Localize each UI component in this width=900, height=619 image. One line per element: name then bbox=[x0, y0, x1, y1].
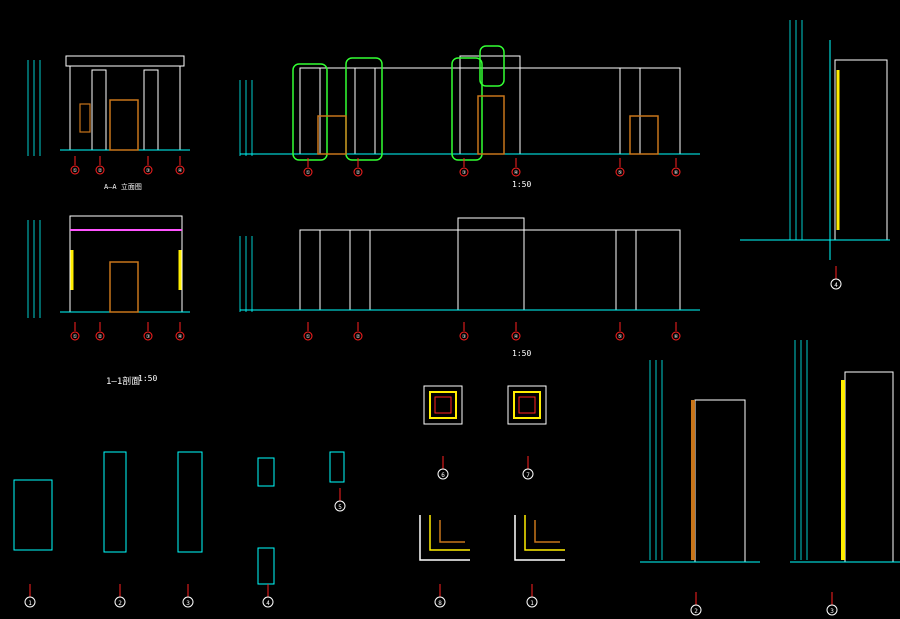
dimension-lines-long-front bbox=[239, 80, 253, 156]
axis-bubble-long-back: ① bbox=[303, 322, 313, 341]
highlight-column-3 bbox=[451, 57, 483, 161]
highlight-column-1 bbox=[292, 63, 328, 161]
corner-plan-1 bbox=[419, 515, 470, 561]
door-long-left bbox=[317, 115, 347, 155]
elevation-gatehouse-front bbox=[60, 55, 190, 151]
elevation-long-front bbox=[240, 55, 700, 155]
section-gatehouse bbox=[60, 215, 190, 313]
svg-text:①: ① bbox=[306, 170, 311, 176]
dimension-lines-wall-a bbox=[649, 360, 663, 560]
column-plan-1 bbox=[423, 385, 463, 425]
svg-text:⑥: ⑥ bbox=[674, 170, 679, 176]
svg-text:④: ④ bbox=[178, 168, 183, 174]
svg-text:②: ② bbox=[98, 334, 103, 340]
detail-bubble: 2 bbox=[114, 584, 126, 608]
axis-bubble-section: ④ bbox=[175, 322, 185, 341]
axis-bubble-long-front: ② bbox=[353, 158, 363, 177]
svg-text:7: 7 bbox=[526, 472, 530, 479]
highlight-column-2 bbox=[345, 57, 383, 161]
elevation-long-back bbox=[240, 217, 700, 311]
corner-plan-2 bbox=[514, 515, 565, 561]
dimension-lines-section bbox=[27, 220, 41, 318]
svg-text:③: ③ bbox=[146, 168, 151, 174]
elevation-caption: A—A 立面图 bbox=[104, 183, 142, 191]
axis-bubble-long-front: ⑤ bbox=[615, 158, 625, 177]
axis-bubble-long-back: ⑥ bbox=[671, 322, 681, 341]
svg-text:⑤: ⑤ bbox=[618, 170, 623, 176]
svg-text:⑥: ⑥ bbox=[674, 334, 679, 340]
dimension-lines-long-back bbox=[239, 236, 253, 312]
door-gatehouse-front bbox=[109, 99, 139, 151]
axis-bubble-long-back: ⑤ bbox=[615, 322, 625, 341]
svg-text:2: 2 bbox=[694, 608, 698, 615]
detail-bubble: 4 bbox=[830, 266, 842, 290]
axis-bubble-long-front: ⑥ bbox=[671, 158, 681, 177]
section-scale: 1:50 bbox=[138, 374, 158, 383]
svg-text:③: ③ bbox=[462, 170, 467, 176]
svg-text:④: ④ bbox=[178, 334, 183, 340]
detail-bubble: 4 bbox=[262, 584, 274, 608]
detail-bubble: 1 bbox=[24, 584, 36, 608]
svg-text:5: 5 bbox=[338, 504, 342, 511]
axis-bubble-section: ① bbox=[70, 322, 80, 341]
axis-bubble-long-front: ③ bbox=[459, 158, 469, 177]
axis-bubble-long-back: ③ bbox=[459, 322, 469, 341]
detail-bubble: 7 bbox=[522, 456, 534, 480]
detail-bubble: 6 bbox=[437, 456, 449, 480]
detail-bubble: 5 bbox=[334, 488, 346, 512]
dimension-lines-wall-b bbox=[794, 340, 808, 560]
axis-bubble-section: ③ bbox=[143, 322, 153, 341]
long-elevation-scale: 1:50 bbox=[512, 180, 532, 189]
svg-text:①: ① bbox=[73, 168, 78, 174]
axis-bubble-elev-a: ② bbox=[95, 156, 105, 175]
axis-bubble-elev-a: ① bbox=[70, 156, 80, 175]
svg-text:4: 4 bbox=[834, 282, 838, 289]
axis-bubble-long-back: ④ bbox=[511, 322, 521, 341]
svg-text:8: 8 bbox=[438, 600, 442, 607]
wall-section-a bbox=[640, 399, 760, 563]
svg-text:①: ① bbox=[73, 334, 78, 340]
svg-text:1: 1 bbox=[28, 600, 32, 607]
svg-text:④: ④ bbox=[514, 334, 519, 340]
axis-bubble-long-front: ④ bbox=[511, 158, 521, 177]
detail-bubble: 3 bbox=[826, 592, 838, 616]
door-long-center bbox=[477, 95, 505, 155]
dimension-lines-elev-a bbox=[27, 60, 41, 156]
cornice-details bbox=[13, 451, 345, 585]
svg-text:②: ② bbox=[356, 334, 361, 340]
wall-detail-top-right bbox=[740, 40, 890, 260]
long-elevation-2-scale: 1:50 bbox=[512, 349, 532, 358]
section-title: 1—1剖面 bbox=[106, 377, 141, 387]
highlight-crown bbox=[479, 45, 505, 87]
detail-bubble: 8 bbox=[434, 584, 446, 608]
svg-text:③: ③ bbox=[146, 334, 151, 340]
window-gatehouse-front bbox=[79, 103, 91, 133]
axis-bubble-elev-a: ④ bbox=[175, 156, 185, 175]
svg-text:②: ② bbox=[98, 168, 103, 174]
axis-bubble-section: ② bbox=[95, 322, 105, 341]
dimension-lines-wall-detail bbox=[789, 20, 803, 240]
svg-text:⑤: ⑤ bbox=[618, 334, 623, 340]
svg-text:③: ③ bbox=[462, 334, 467, 340]
axis-bubble-long-back: ② bbox=[353, 322, 363, 341]
axis-bubble-long-front: ① bbox=[303, 158, 313, 177]
detail-bubble: 3 bbox=[182, 584, 194, 608]
svg-text:②: ② bbox=[356, 170, 361, 176]
svg-text:3: 3 bbox=[830, 608, 834, 615]
svg-text:6: 6 bbox=[441, 472, 445, 479]
svg-text:①: ① bbox=[306, 334, 311, 340]
detail-bubble: 2 bbox=[690, 592, 702, 616]
detail-bubble: 1 bbox=[526, 584, 538, 608]
svg-text:2: 2 bbox=[118, 600, 122, 607]
svg-text:3: 3 bbox=[186, 600, 190, 607]
svg-text:4: 4 bbox=[266, 600, 270, 607]
svg-text:1: 1 bbox=[530, 600, 534, 607]
svg-text:④: ④ bbox=[514, 170, 519, 176]
door-long-right bbox=[629, 115, 659, 155]
axis-bubble-elev-a: ③ bbox=[143, 156, 153, 175]
door-section bbox=[109, 261, 139, 313]
column-plan-2 bbox=[507, 385, 547, 425]
